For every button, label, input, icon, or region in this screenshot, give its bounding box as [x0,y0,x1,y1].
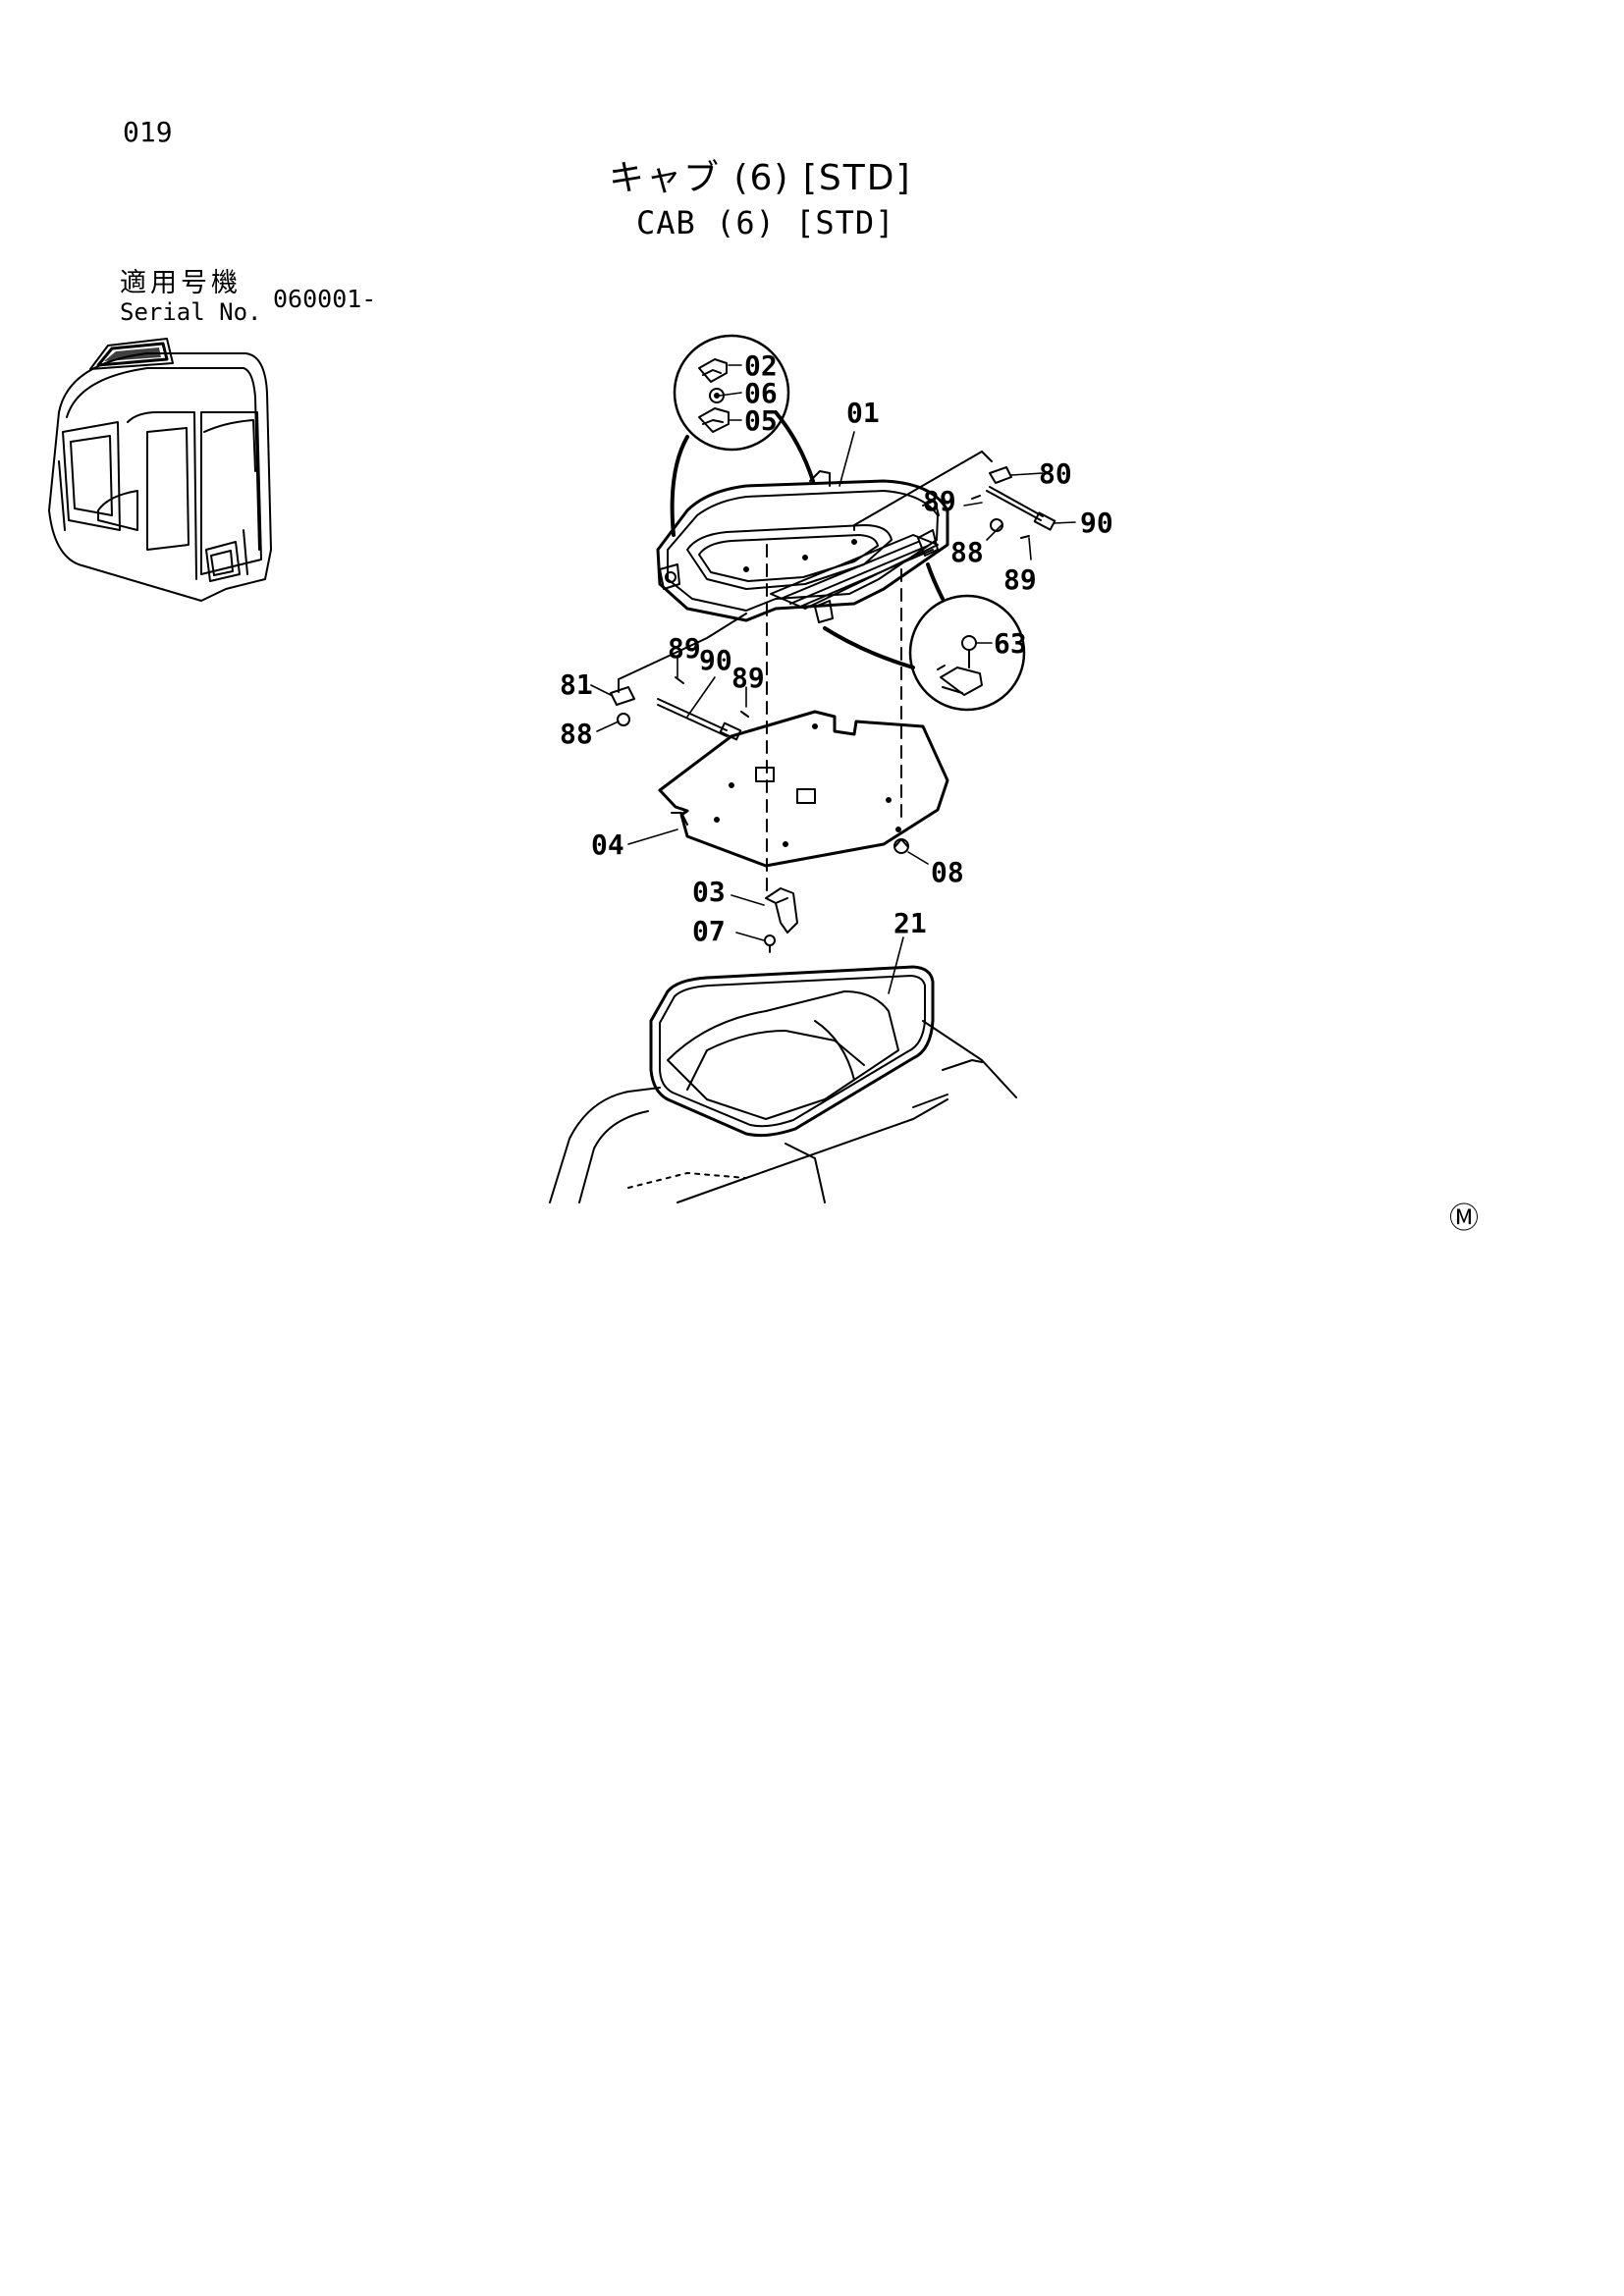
fasteners [764,544,909,953]
serial-label-english: Serial No. [120,298,262,326]
callout-07: 07 [692,915,726,947]
callout-04: 04 [591,828,624,861]
right-strut-assembly [853,451,1056,539]
page-number: 019 [123,116,173,148]
cab-overview-illustration [48,338,272,602]
callout-88-right: 88 [950,536,984,568]
callout-80: 80 [1039,457,1072,490]
callout-89-left-top: 89 [668,632,701,665]
inner-trim-panel [658,710,949,868]
leader-lines [590,364,1076,994]
serial-label-japanese: 適用号機 [120,268,242,298]
serial-number-value: 060001- [273,285,377,313]
page-title-japanese: キャブ (6) [STD] [609,158,912,198]
roof-hatch-frame [656,470,949,623]
page-title-english: CAB (6) [STD] [636,204,895,241]
detail-circle-bracket [823,562,1026,712]
callout-89-left-bottom: 89 [731,662,765,694]
callout-labels: 02 06 05 01 80 89 90 88 89 63 81 89 90 8… [560,349,1113,947]
callout-89-right-top: 89 [923,485,956,517]
cab-roof-opening [549,965,1017,1203]
left-strut-assembly [610,613,749,741]
detail-circle-latch [670,334,815,537]
callout-05: 05 [744,404,778,437]
callout-21: 21 [893,907,927,939]
callout-89-right-bottom: 89 [1003,563,1037,596]
callout-88-left: 88 [560,718,593,750]
callout-81: 81 [560,668,593,701]
callout-63: 63 [994,627,1027,660]
callout-06: 06 [744,377,778,409]
callout-08: 08 [931,856,964,888]
m-mark-symbol: Ⓜ [1449,1201,1479,1236]
callout-02: 02 [744,349,778,382]
callout-90-left: 90 [699,644,732,676]
callout-01: 01 [846,397,880,429]
callout-03: 03 [692,876,726,908]
callout-90-right: 90 [1080,507,1113,539]
